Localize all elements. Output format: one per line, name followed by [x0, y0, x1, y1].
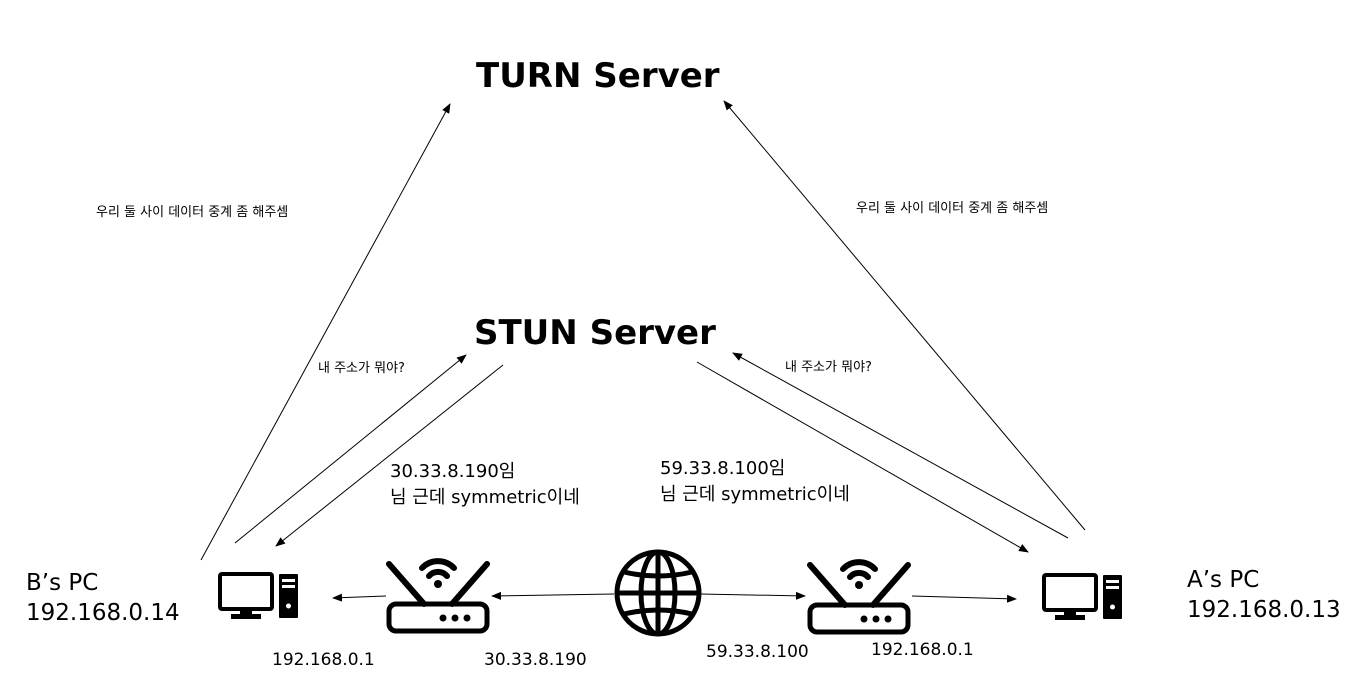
stun-server-title: STUN Server: [474, 313, 716, 353]
stun-reply-address-right: 59.33.8.100임: [660, 458, 786, 479]
b-pc-ip: 192.168.0.14: [26, 600, 180, 626]
stun-reply-note-left: 님 근데 symmetric이네: [390, 487, 580, 508]
stun-reply-left: 30.33.8.190임 님 근데 symmetric이네: [390, 459, 580, 511]
turn-server-title: TURN Server: [476, 56, 720, 96]
a-pc-label: A’s PC 192.168.0.13: [1187, 565, 1341, 625]
stun-to-a-arrow: [696, 361, 1029, 553]
turn-request-label-right: 우리 둘 사이 데이터 중계 좀 해주셈: [856, 201, 1049, 216]
b-to-turn-arrow: [200, 103, 451, 561]
left-router-wan-ip: 30.33.8.190: [484, 650, 587, 670]
wifi-router-icon: [386, 558, 490, 634]
router-to-b-arrow: [332, 593, 387, 602]
stun-query-label-left: 내 주소가 뭐야?: [318, 361, 405, 376]
globe-icon: [614, 549, 702, 637]
desktop-pc-icon: [1042, 573, 1122, 620]
internet-to-right-router-arrow: [699, 591, 806, 600]
b-to-stun-arrow: [234, 354, 467, 544]
a-to-turn-arrow: [723, 100, 1086, 531]
stun-reply-right: 59.33.8.100임 님 근데 symmetric이네: [660, 456, 850, 508]
a-pc-ip: 192.168.0.13: [1187, 597, 1341, 623]
left-router-lan-ip: 192.168.0.1: [272, 650, 375, 670]
turn-request-label-left: 우리 둘 사이 데이터 중계 좀 해주셈: [96, 205, 289, 220]
stun-to-b-arrow: [275, 364, 504, 547]
router-to-a-arrow: [911, 594, 1017, 603]
stun-reply-note-right: 님 근데 symmetric이네: [660, 484, 850, 505]
b-pc-label: B’s PC 192.168.0.14: [26, 568, 180, 628]
stun-query-label-right: 내 주소가 뭐야?: [785, 360, 872, 375]
internet-to-left-router-arrow: [491, 591, 615, 600]
right-router-wan-ip: 59.33.8.100: [706, 642, 809, 662]
stun-reply-address-left: 30.33.8.190임: [390, 461, 516, 482]
b-pc-name: B’s PC: [26, 570, 99, 596]
right-router-lan-ip: 192.168.0.1: [871, 640, 974, 660]
wifi-router-icon: [807, 559, 911, 635]
a-to-stun-arrow: [732, 352, 1069, 539]
desktop-pc-icon: [218, 572, 298, 619]
a-pc-name: A’s PC: [1187, 567, 1260, 593]
